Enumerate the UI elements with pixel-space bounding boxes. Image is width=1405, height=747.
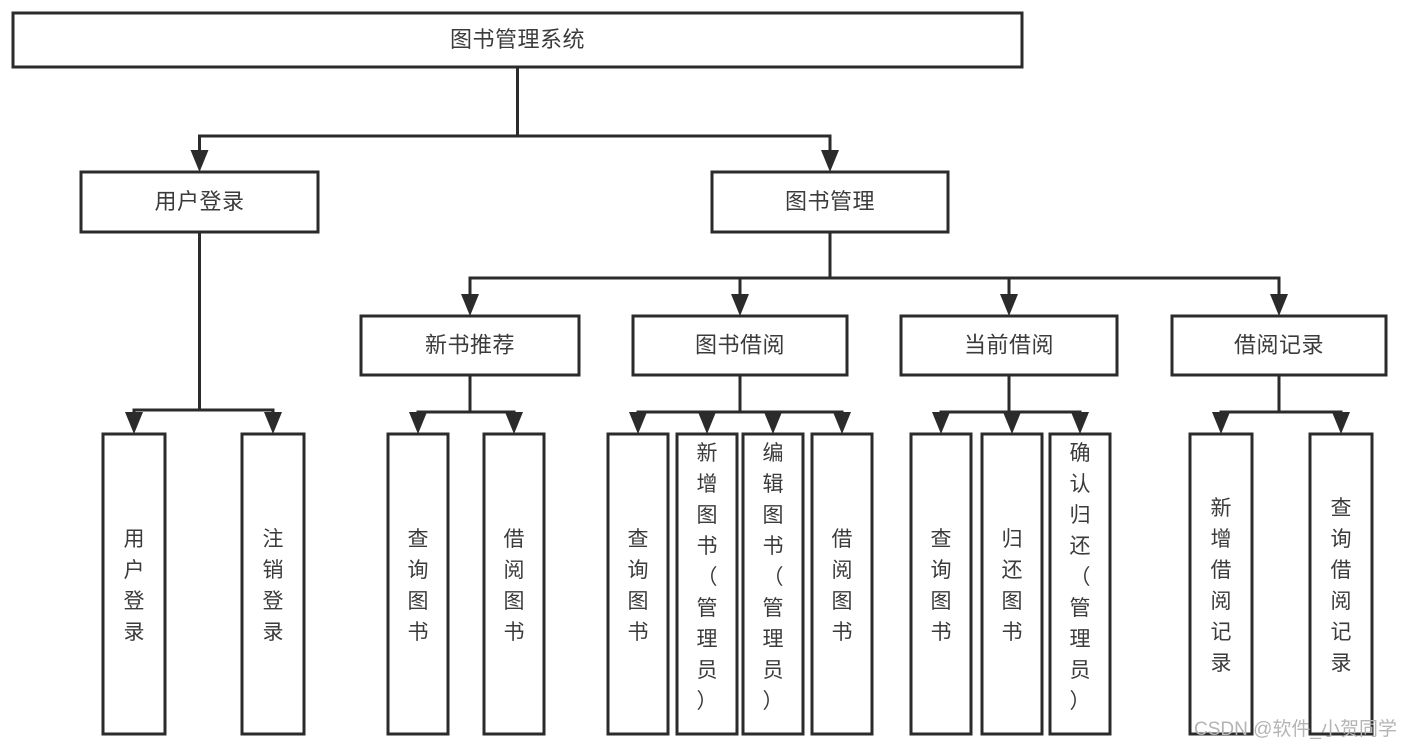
node-leaf-query-record-label: 查询借阅记录 — [1331, 497, 1352, 675]
nodes-layer: 图书管理系统用户登录图书管理新书推荐图书借阅当前借阅借阅记录用户登录注销登录查询… — [11, 11, 1388, 736]
node-leaf-edit-book-label: 编辑图书（管理员） — [763, 442, 784, 713]
node-current-borrow[interactable]: 当前借阅 — [899, 314, 1119, 377]
node-new-book-rec-rect — [359, 314, 581, 377]
node-current-borrow-rect — [899, 314, 1119, 377]
node-leaf-logout-rect — [240, 432, 306, 736]
arrow-down-icon-leaf-user-login — [125, 412, 143, 434]
node-new-book-rec-label: 新书推荐 — [425, 332, 515, 357]
node-leaf-query-book-2-rect — [606, 432, 670, 736]
node-book-manage-rect — [710, 170, 950, 234]
node-leaf-query-book-2-label: 查询图书 — [628, 528, 649, 644]
arrow-down-icon-leaf-borrow-book-1 — [505, 412, 523, 434]
node-leaf-user-login-rect — [101, 432, 167, 736]
node-leaf-user-login-label: 用户登录 — [124, 528, 145, 644]
arrow-down-icon-borrow-record — [1270, 294, 1288, 316]
arrow-down-icon-user-login — [190, 150, 209, 172]
node-leaf-query-record-rect — [1308, 432, 1374, 736]
node-leaf-query-book-1-rect — [386, 432, 450, 736]
node-book-borrow[interactable]: 图书借阅 — [631, 314, 849, 377]
node-leaf-add-record-label: 新增借阅记录 — [1211, 497, 1232, 675]
arrow-down-icon-book-borrow — [731, 294, 749, 316]
node-leaf-query-book-3[interactable]: 查询图书 — [909, 432, 973, 736]
arrow-down-icon-leaf-query-record — [1332, 412, 1350, 434]
node-leaf-query-book-1[interactable]: 查询图书 — [386, 432, 450, 736]
node-current-borrow-label: 当前借阅 — [964, 332, 1054, 357]
node-book-borrow-rect — [631, 314, 849, 377]
node-borrow-record-label: 借阅记录 — [1234, 332, 1324, 357]
node-borrow-record-rect — [1170, 314, 1388, 377]
node-leaf-edit-book-rect — [741, 432, 805, 736]
node-leaf-confirm-return-label: 确认归还（管理员） — [1070, 442, 1091, 713]
arrow-down-icon-leaf-edit-book — [764, 412, 782, 434]
node-root-system[interactable]: 图书管理系统 — [11, 11, 1024, 69]
arrow-down-icon-leaf-add-book — [698, 412, 716, 434]
node-book-manage[interactable]: 图书管理 — [710, 170, 950, 234]
node-leaf-borrow-book-1[interactable]: 借阅图书 — [482, 432, 546, 736]
arrow-down-icon-leaf-query-book-1 — [409, 412, 427, 434]
arrow-down-icon-leaf-return-book — [1003, 412, 1021, 434]
node-book-manage-label: 图书管理 — [785, 189, 875, 214]
node-leaf-add-record[interactable]: 新增借阅记录 — [1188, 432, 1254, 736]
node-leaf-borrow-book-1-label: 借阅图书 — [504, 528, 525, 644]
arrow-down-icon-leaf-query-book-2 — [629, 412, 647, 434]
node-leaf-logout[interactable]: 注销登录 — [240, 432, 306, 736]
node-borrow-record[interactable]: 借阅记录 — [1170, 314, 1388, 377]
node-user-login-rect — [79, 170, 320, 234]
node-leaf-return-book-rect — [980, 432, 1044, 736]
node-leaf-user-login[interactable]: 用户登录 — [101, 432, 167, 736]
node-leaf-query-book-3-rect — [909, 432, 973, 736]
node-root-system-label: 图书管理系统 — [450, 27, 585, 52]
node-leaf-query-book-2[interactable]: 查询图书 — [606, 432, 670, 736]
arrow-down-icon-leaf-add-record — [1212, 412, 1230, 434]
node-root-system-rect — [11, 11, 1024, 69]
node-leaf-query-record[interactable]: 查询借阅记录 — [1308, 432, 1374, 736]
arrow-down-icon-leaf-logout — [264, 412, 282, 434]
node-leaf-confirm-return-rect — [1048, 432, 1112, 736]
node-leaf-add-book[interactable]: 新增图书（管理员） — [675, 432, 739, 736]
node-leaf-add-book-rect — [675, 432, 739, 736]
arrow-down-icon-current-borrow — [1000, 294, 1018, 316]
node-leaf-query-book-1-label: 查询图书 — [408, 528, 429, 644]
node-leaf-borrow-book-2-label: 借阅图书 — [832, 528, 853, 644]
arrow-down-icon-book-manage — [821, 150, 839, 172]
arrow-down-icon-new-book-rec — [461, 294, 479, 316]
node-leaf-return-book-label: 归还图书 — [1002, 528, 1023, 644]
node-leaf-borrow-book-2-rect — [810, 432, 874, 736]
connectors-layer — [125, 65, 1350, 434]
node-new-book-rec[interactable]: 新书推荐 — [359, 314, 581, 377]
arrow-down-icon-leaf-confirm-return — [1071, 412, 1089, 434]
node-leaf-edit-book[interactable]: 编辑图书（管理员） — [741, 432, 805, 736]
node-leaf-logout-label: 注销登录 — [263, 528, 284, 644]
node-user-login-label: 用户登录 — [154, 189, 244, 214]
arrow-down-icon-leaf-query-book-3 — [932, 412, 950, 434]
node-user-login[interactable]: 用户登录 — [79, 170, 320, 234]
node-leaf-return-book[interactable]: 归还图书 — [980, 432, 1044, 736]
node-leaf-add-record-rect — [1188, 432, 1254, 736]
node-leaf-add-book-label: 新增图书（管理员） — [697, 442, 718, 713]
node-book-borrow-label: 图书借阅 — [695, 332, 785, 357]
arrow-down-icon-leaf-borrow-book-2 — [833, 412, 851, 434]
node-leaf-borrow-book-2[interactable]: 借阅图书 — [810, 432, 874, 736]
node-leaf-borrow-book-1-rect — [482, 432, 546, 736]
node-leaf-query-book-3-label: 查询图书 — [931, 528, 952, 644]
node-leaf-confirm-return[interactable]: 确认归还（管理员） — [1048, 432, 1112, 736]
